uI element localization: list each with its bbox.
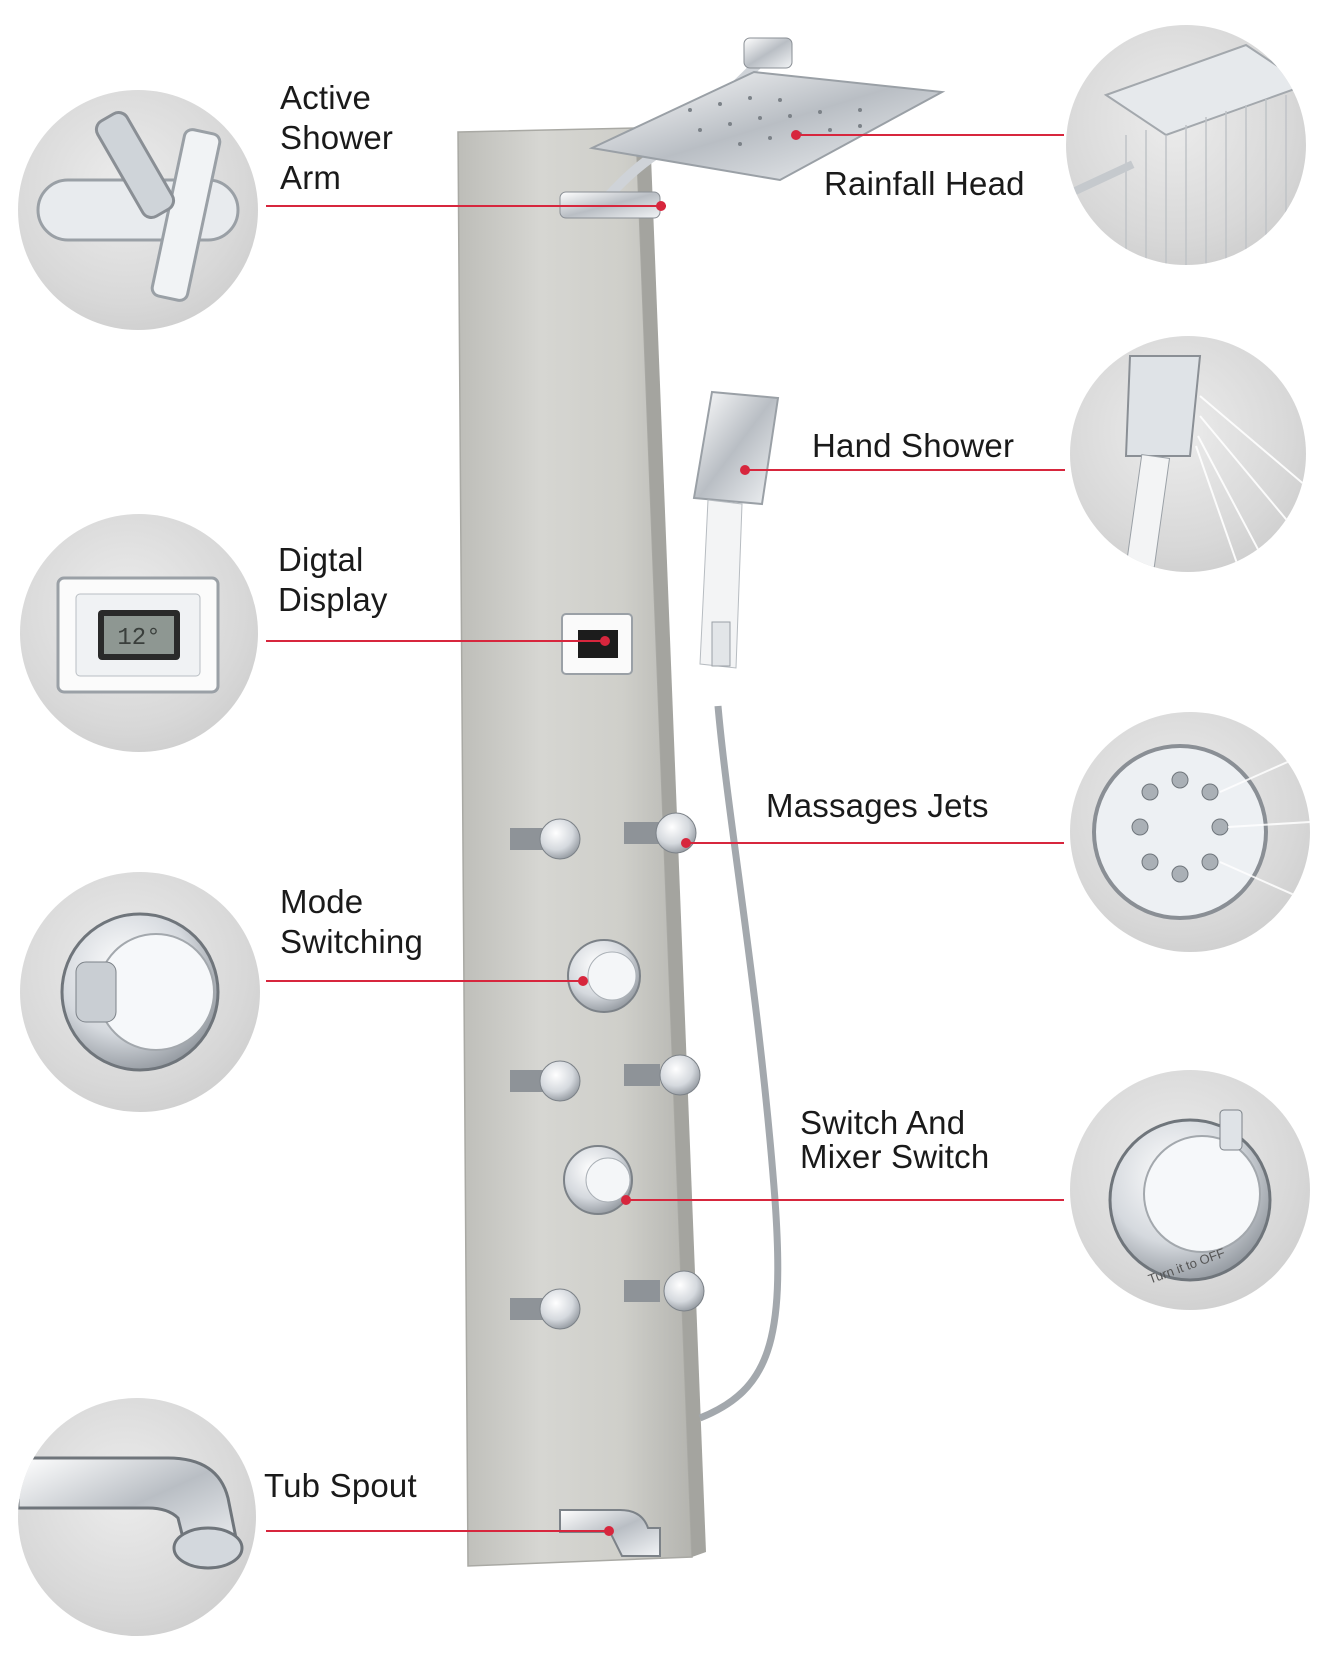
display-screen bbox=[578, 630, 618, 658]
leader-dot-shower-arm bbox=[656, 201, 666, 211]
leader-dot-digital-display bbox=[600, 636, 610, 646]
digital-display-inset: 12° bbox=[20, 514, 258, 752]
label-shower-arm: Active Shower Arm bbox=[280, 79, 394, 196]
leader-mixer-switch bbox=[626, 1199, 1064, 1201]
label-tub-spout: Tub Spout bbox=[264, 1467, 417, 1504]
label-mode-switching: Mode Switching bbox=[280, 883, 424, 960]
label-hand-shower: Hand Shower bbox=[812, 427, 1015, 464]
hand-shower-handle bbox=[699, 499, 743, 669]
label-rainfall-head: Rainfall Head bbox=[824, 165, 1025, 202]
tub-spout bbox=[559, 1509, 661, 1557]
leader-shower-arm bbox=[266, 205, 666, 207]
hand-shower-hose bbox=[698, 705, 782, 1422]
tub-spout-inset bbox=[18, 1398, 256, 1636]
leader-massage-jets bbox=[686, 842, 1064, 844]
leader-mode-switching bbox=[266, 980, 584, 982]
label-mixer-switch: Switch And Mixer Switch bbox=[800, 1104, 990, 1175]
rainfall-head bbox=[588, 70, 946, 182]
leader-dot-tub-spout bbox=[604, 1526, 614, 1536]
leader-dot-mode-switching bbox=[578, 976, 588, 986]
hand-shower-inset bbox=[1070, 336, 1306, 572]
shower-arm-inset bbox=[18, 90, 258, 330]
leader-hand-shower bbox=[745, 469, 1065, 471]
label-massage-jets: Massages Jets bbox=[766, 787, 989, 824]
leader-dot-massage-jets bbox=[681, 838, 691, 848]
leader-dot-mixer-switch bbox=[621, 1195, 631, 1205]
massage-jets bbox=[510, 812, 705, 1330]
display-reading: 12° bbox=[117, 625, 160, 652]
leader-rainfall-head bbox=[796, 134, 1064, 136]
leader-digital-display bbox=[266, 640, 608, 642]
massage-jets-inset bbox=[1070, 712, 1310, 952]
hand-shower-head bbox=[692, 390, 780, 506]
leader-dot-hand-shower bbox=[740, 465, 750, 475]
rainfall-head-inset bbox=[1066, 25, 1306, 265]
leader-dot-rainfall-head bbox=[791, 130, 801, 140]
mixer-switch-inset: Turn it to OFF bbox=[1070, 1070, 1310, 1310]
label-digital-display: Digtal Display bbox=[278, 541, 388, 618]
leader-tub-spout bbox=[266, 1530, 612, 1532]
mode-switching-inset bbox=[20, 872, 260, 1112]
rainfall-nozzles bbox=[688, 96, 862, 146]
